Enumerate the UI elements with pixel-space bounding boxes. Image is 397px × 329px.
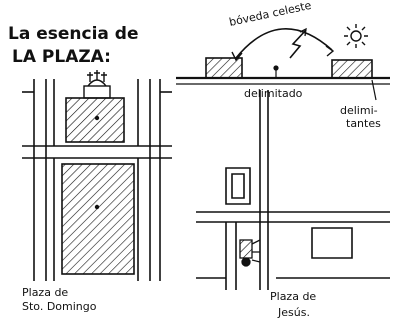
plan-santo-domingo — [22, 79, 172, 281]
lightning-arrow-icon — [289, 29, 307, 59]
plaza-center-dot — [94, 204, 100, 210]
delimitantes-pointer — [371, 79, 377, 101]
section-block-right — [331, 59, 373, 79]
title-line-1: La esencia de — [8, 24, 139, 44]
upper-block-dot — [94, 115, 100, 121]
section-block-left — [205, 57, 243, 79]
plaza-domingo-label-1: Plaza de — [22, 286, 68, 299]
delimitado-label: delimitado — [244, 87, 303, 100]
delimitantes-label-2: tantes — [346, 117, 381, 130]
plaza-jesus-label-2: Jesús. — [277, 306, 310, 319]
plaza-domingo-label-2: Sto. Domingo — [22, 300, 97, 313]
person-icon — [273, 65, 279, 78]
sky-arc — [235, 28, 333, 59]
boveda-label: bóveda celeste — [228, 0, 313, 29]
plan-plaza-jesus — [196, 90, 390, 290]
church-jesus-icon — [239, 239, 261, 267]
plaza-hatched-block — [61, 163, 135, 275]
delimitantes-label-1: delimi- — [340, 104, 378, 117]
plaza-jesus-label-1: Plaza de — [270, 290, 316, 303]
title-line-2: LA PLAZA: — [12, 47, 111, 67]
upper-hatched-block — [65, 97, 125, 143]
sun-icon — [344, 24, 368, 48]
church-icon — [83, 70, 111, 99]
sky-arc-right-arrowhead — [325, 45, 335, 57]
